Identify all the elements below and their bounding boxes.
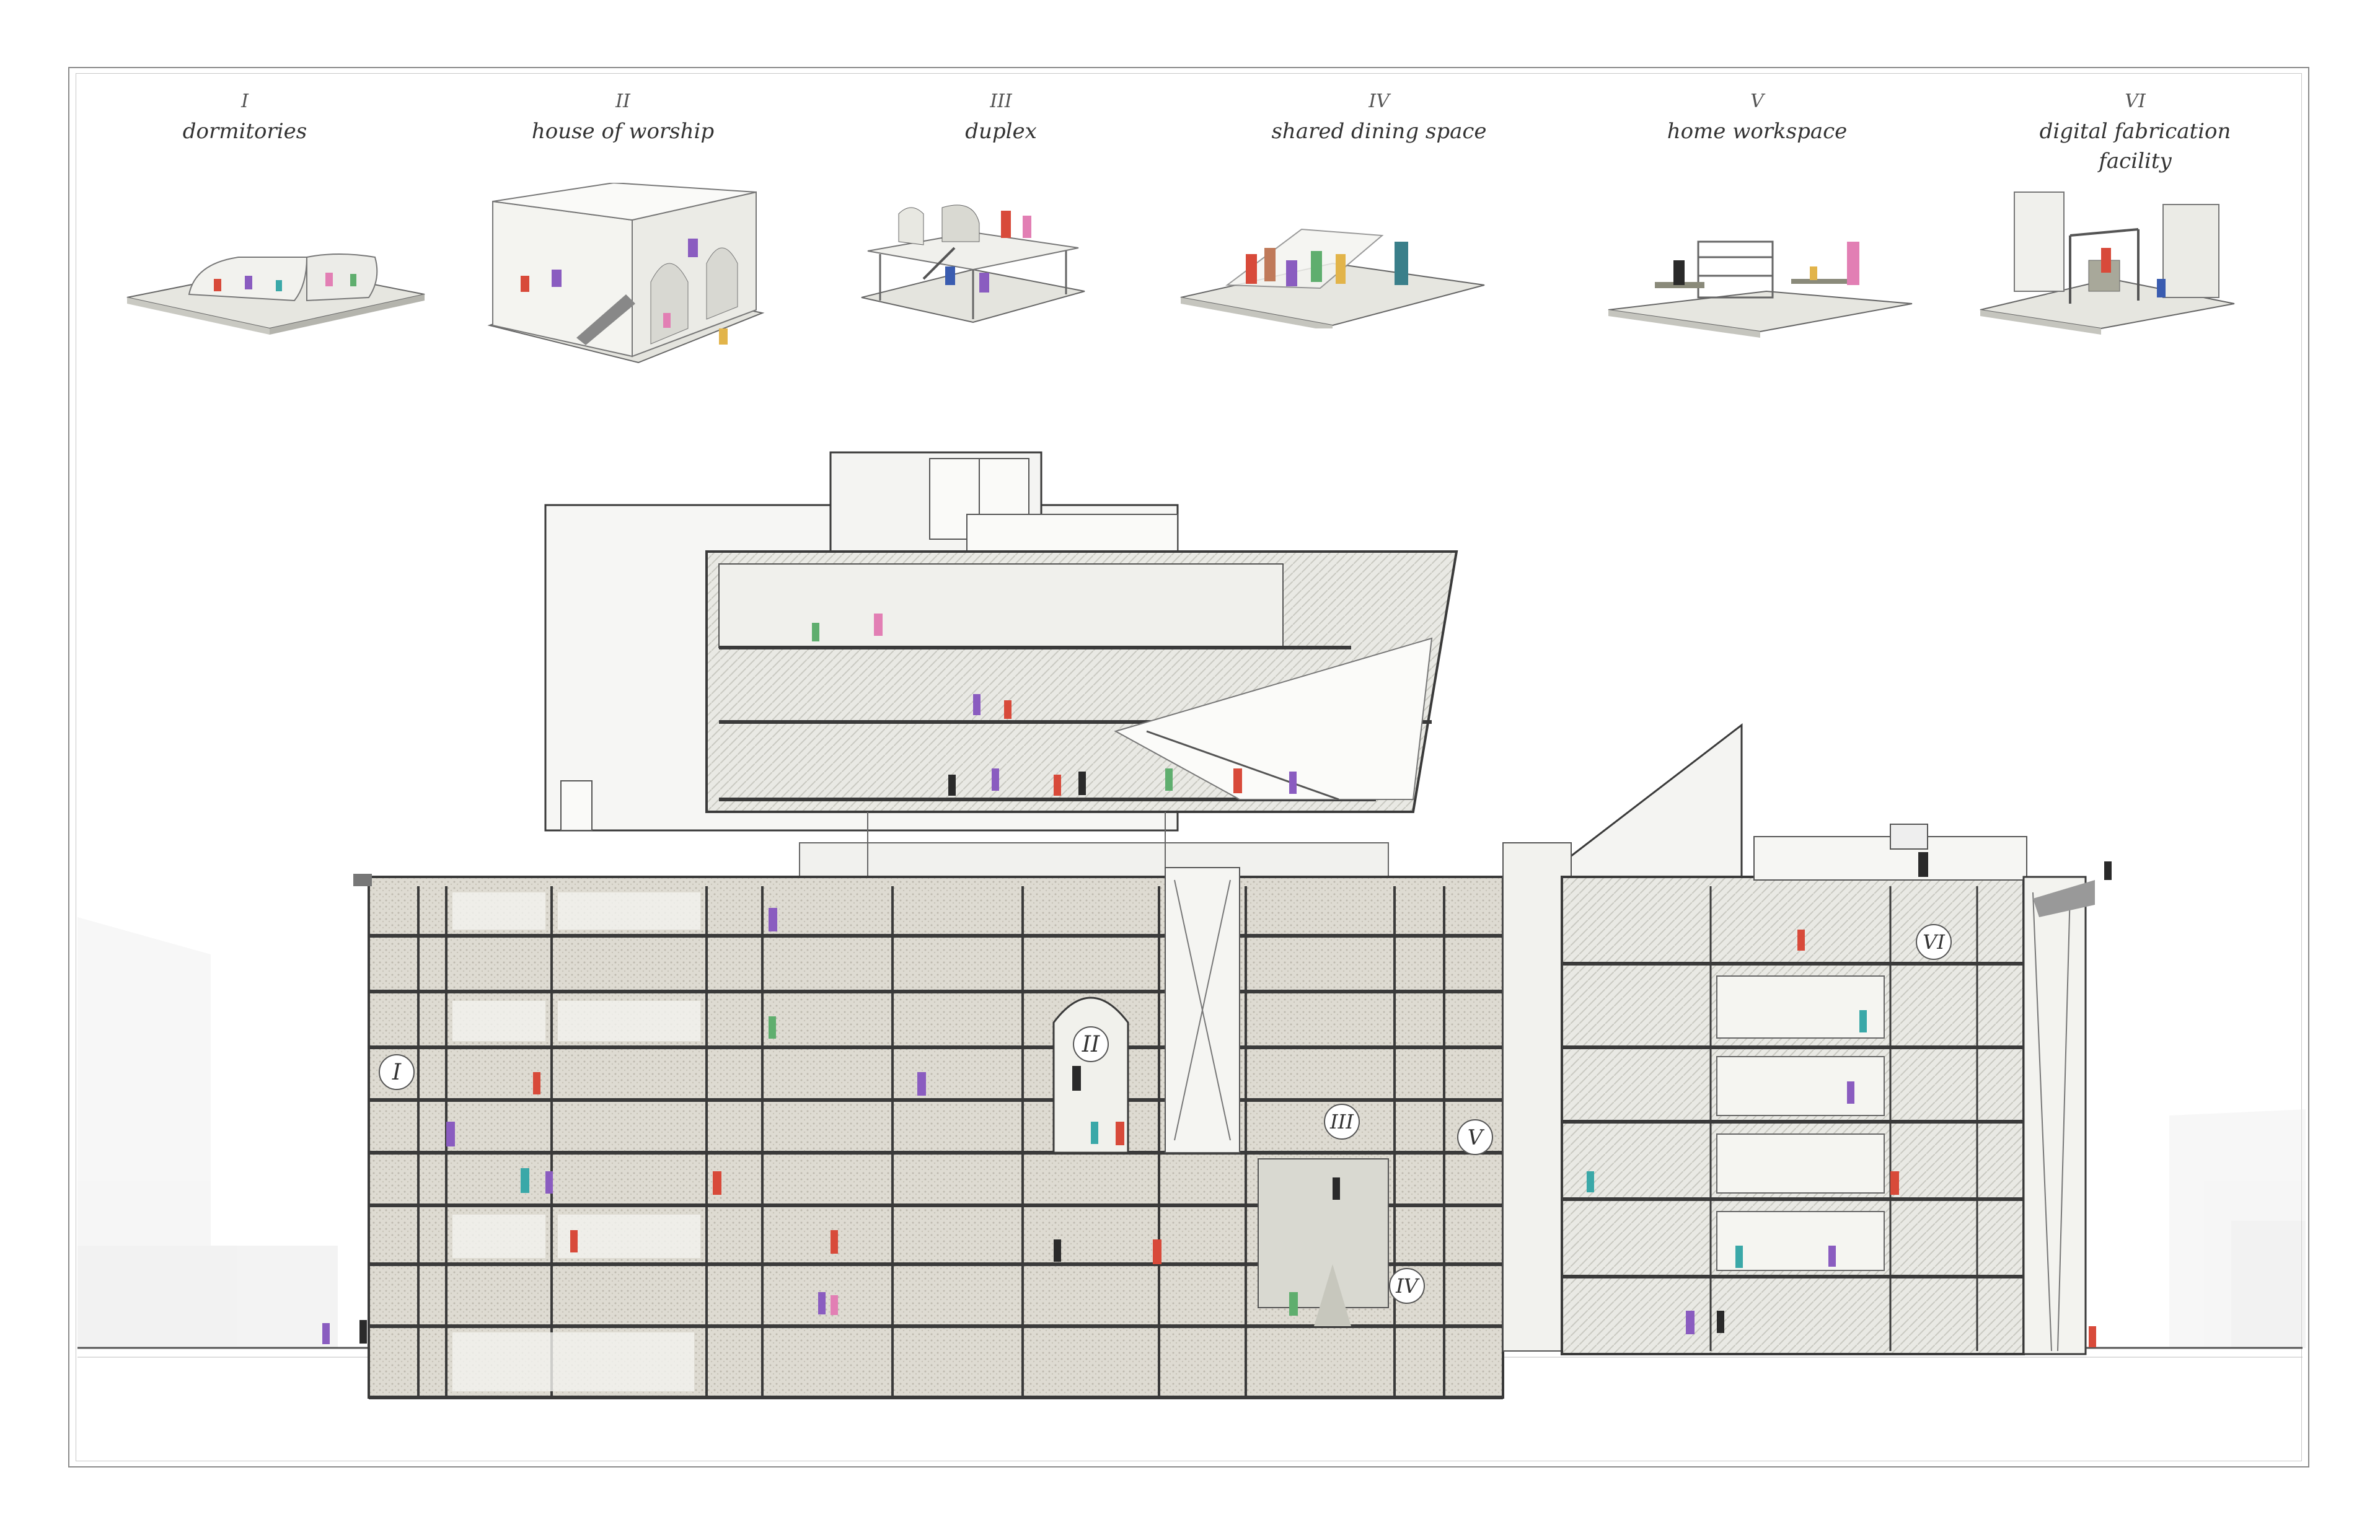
program-name: duplex <box>965 119 1037 144</box>
section-tag-5: V <box>1457 1119 1493 1155</box>
program-name: digital fabrication facility <box>2039 119 2231 174</box>
dormitories-vignette <box>126 253 425 335</box>
neutral-figures <box>359 772 2112 1344</box>
section-tag-2: II <box>1073 1026 1109 1062</box>
section-tag-1: I <box>379 1054 415 1090</box>
section-tag-label: II <box>1082 1032 1100 1057</box>
program-label-1: I dormitories <box>84 87 406 146</box>
program-number: I <box>241 90 249 112</box>
program-label-6: VI digital fabrication facility <box>1974 87 2296 176</box>
upper-tower <box>544 451 1458 887</box>
digital-fabrication-vignette <box>1980 191 2235 335</box>
program-number: VI <box>2125 90 2146 112</box>
home-workspace-vignette <box>1608 240 1913 338</box>
program-number: III <box>990 90 1012 112</box>
section-tag-label: V <box>1468 1125 1485 1150</box>
program-label-2: II house of worship <box>462 87 784 146</box>
program-label-3: III duplex <box>840 87 1162 146</box>
occupant-figures <box>322 614 2096 1347</box>
shared-dining-vignette <box>1180 228 1485 328</box>
house-of-worship-vignette <box>487 183 765 364</box>
program-number: V <box>1750 90 1764 112</box>
program-label-4: IV shared dining space <box>1218 87 1540 146</box>
program-name: dormitories <box>182 119 307 144</box>
right-block <box>1502 723 2095 1355</box>
section-tag-4: IV <box>1389 1268 1425 1304</box>
drawing-frame <box>68 67 2309 1467</box>
program-name: shared dining space <box>1271 119 1487 144</box>
section-tag-6: VI <box>1916 924 1952 960</box>
program-name: home workspace <box>1667 119 1848 144</box>
context-buildings <box>77 917 2306 1348</box>
section-tag-3: III <box>1324 1104 1360 1140</box>
drawing-frame-inner <box>76 73 2302 1461</box>
program-label-5: V home workspace <box>1596 87 1918 146</box>
program-number: IV <box>1368 90 1390 112</box>
program-name: house of worship <box>531 119 715 144</box>
duplex-vignette <box>861 205 1085 323</box>
section-tag-label: IV <box>1395 1274 1420 1298</box>
section-tag-label: VI <box>1923 930 1946 954</box>
main-left-block <box>353 867 1504 1399</box>
section-tag-label: I <box>392 1060 402 1085</box>
section-tag-label: III <box>1329 1110 1354 1133</box>
program-number: II <box>615 90 630 112</box>
